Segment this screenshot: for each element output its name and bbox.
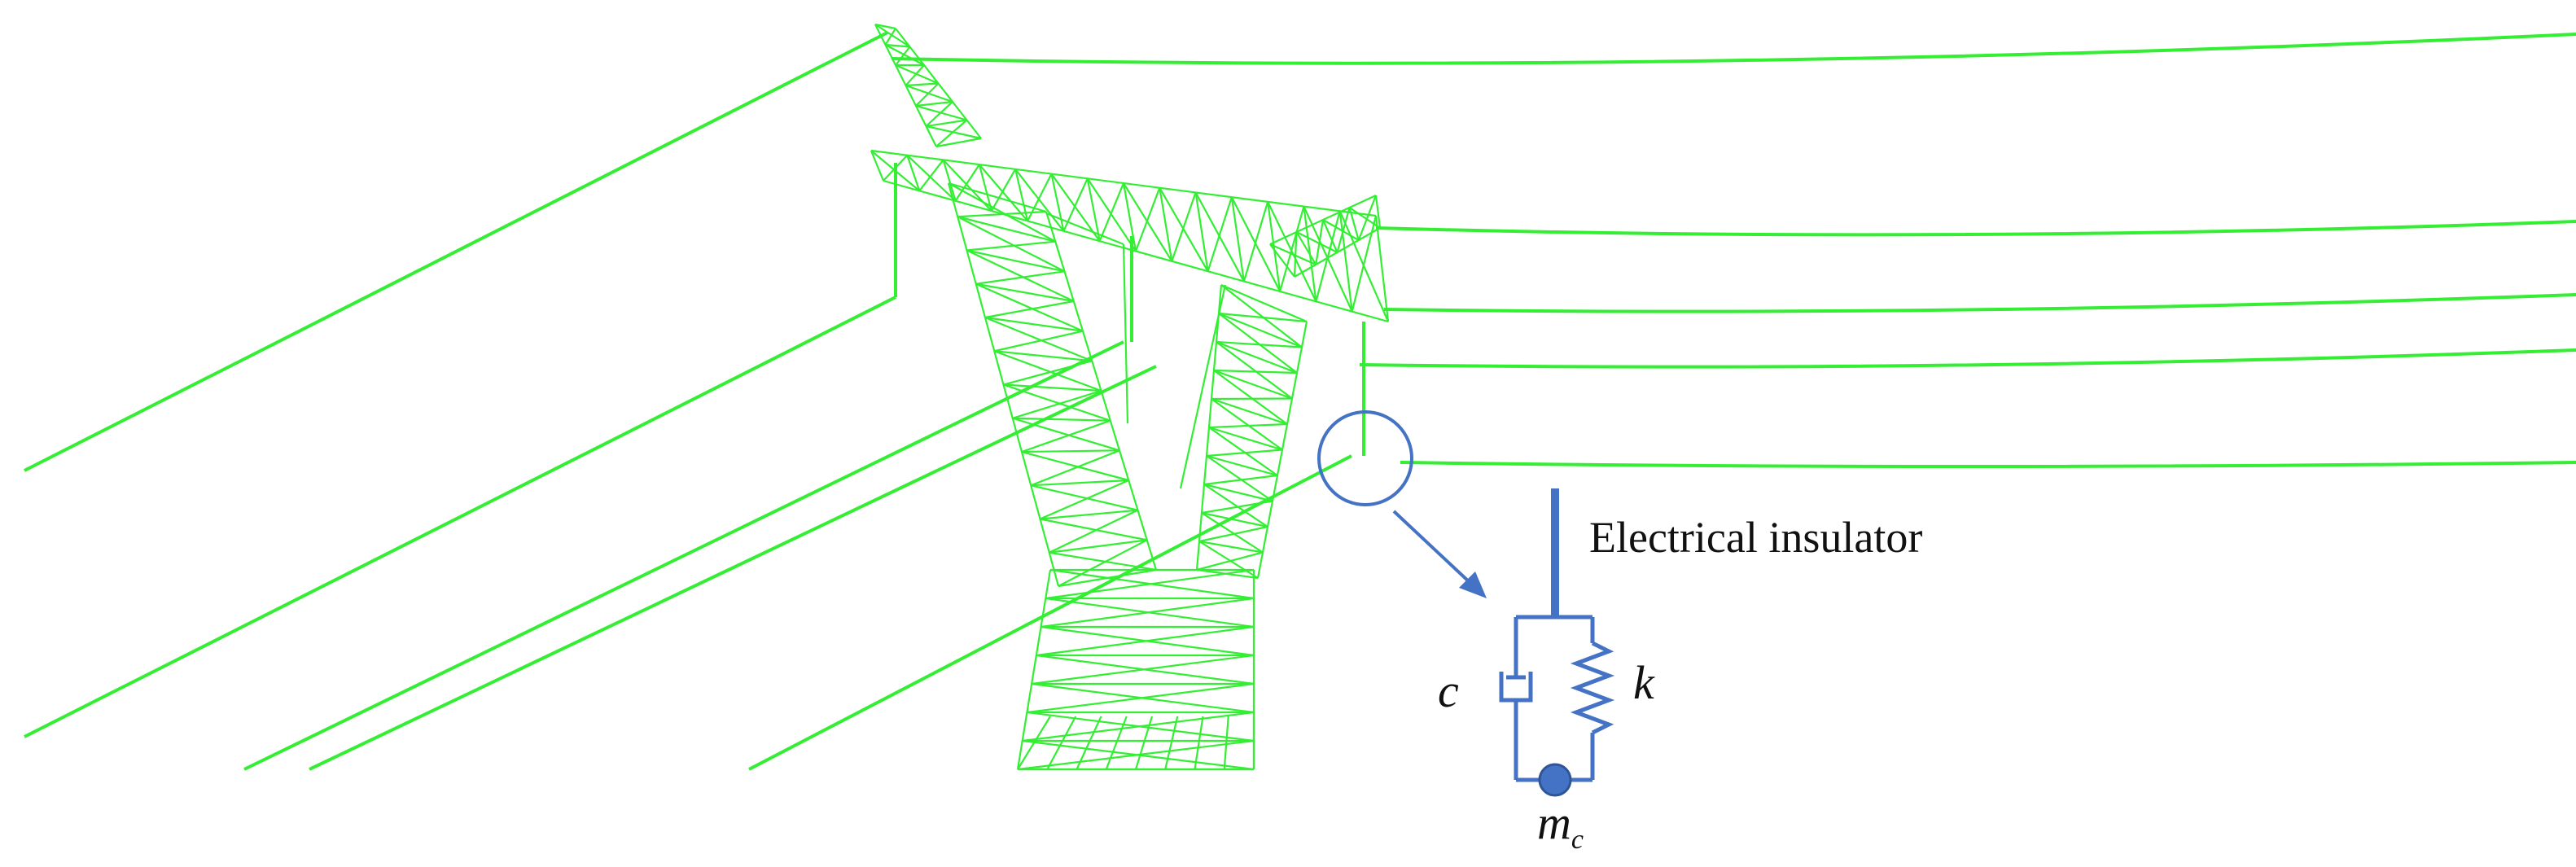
mass-label-symbol: m — [1537, 796, 1571, 849]
tower-wireframe — [870, 23, 1390, 771]
conductor-line-left-2 — [24, 296, 896, 738]
zoom-callout — [1317, 410, 1487, 598]
zoom-circle-icon — [1317, 410, 1413, 506]
conductor-lines — [24, 31, 2576, 771]
conductor-line-right-4 — [1359, 348, 2576, 369]
conductor-line-left-5 — [748, 454, 1352, 771]
insulator-label: Electrical insulator — [1589, 513, 1922, 562]
insulator-model — [1499, 488, 1615, 797]
damper-label: c — [1438, 664, 1459, 717]
conductor-line-right-1 — [891, 33, 2576, 65]
conductor-line-left-3 — [243, 340, 1124, 771]
callout-arrow-icon — [1392, 510, 1487, 598]
conductor-line-left-4 — [309, 365, 1157, 771]
conductor-line-right-3 — [1383, 293, 2576, 313]
mass-label-subscript: c — [1571, 825, 1584, 855]
conductor-line-left-1 — [24, 31, 888, 472]
mass-icon — [1538, 763, 1572, 797]
spring-label: k — [1633, 656, 1655, 709]
conductor-line-right-2 — [1375, 220, 2576, 237]
mass-label: mc — [1537, 796, 1584, 855]
damper-icon — [1499, 617, 1533, 780]
conductor-line-right-5 — [1400, 461, 2576, 468]
spring-icon — [1570, 617, 1615, 780]
